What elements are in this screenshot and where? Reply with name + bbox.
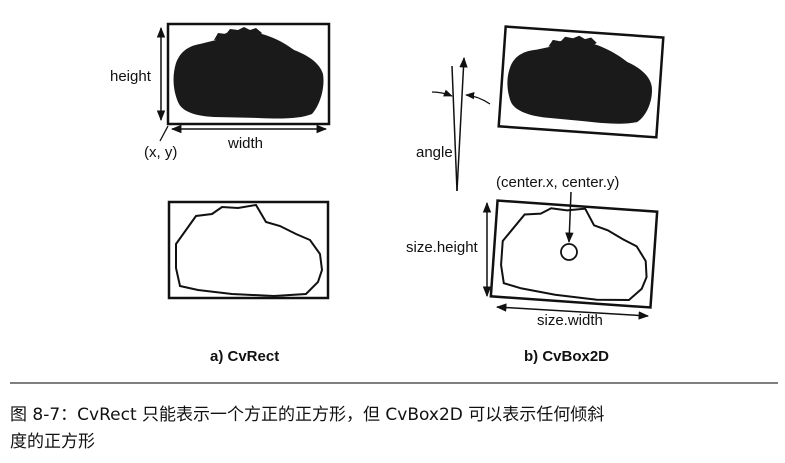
cvrect-caption: a) CvRect (210, 348, 279, 365)
cvbox2d-caption: b) CvBox2D (524, 348, 609, 365)
size-height-label: size.height (406, 239, 479, 256)
center-pointer (560, 191, 578, 261)
size-width-arrow (495, 303, 650, 320)
cvrect-contour-panel (167, 200, 330, 300)
origin-pointer (159, 125, 169, 142)
cvrect-image-panel (166, 22, 331, 126)
origin-label: (x, y) (144, 144, 177, 161)
angle-arc-arrows (431, 89, 491, 105)
car-contour-rotated-outline (500, 207, 648, 301)
angle-lines (451, 56, 468, 192)
cvbox2d-contour-panel (489, 199, 659, 309)
height-label: height (110, 68, 152, 85)
figure-caption-line-2: 度的正方形 (10, 432, 95, 452)
car-contour-outline (175, 203, 324, 298)
center-point-icon (560, 243, 578, 261)
center-label: (center.x, center.y) (496, 174, 619, 191)
car-silhouette-icon (173, 27, 324, 119)
size-width-label: size.width (537, 312, 603, 329)
car-silhouette-rotated-icon (507, 39, 652, 124)
cvrect-contour-box (167, 200, 330, 300)
cvbox2d-image-panel (497, 25, 665, 139)
width-label: width (227, 135, 263, 152)
angle-label: angle (416, 144, 453, 161)
cvbox2d-contour-box (489, 199, 659, 309)
figure-caption-line-1: 图 8-7：CvRect 只能表示一个方正的正方形，但 CvBox2D 可以表示… (10, 405, 604, 425)
